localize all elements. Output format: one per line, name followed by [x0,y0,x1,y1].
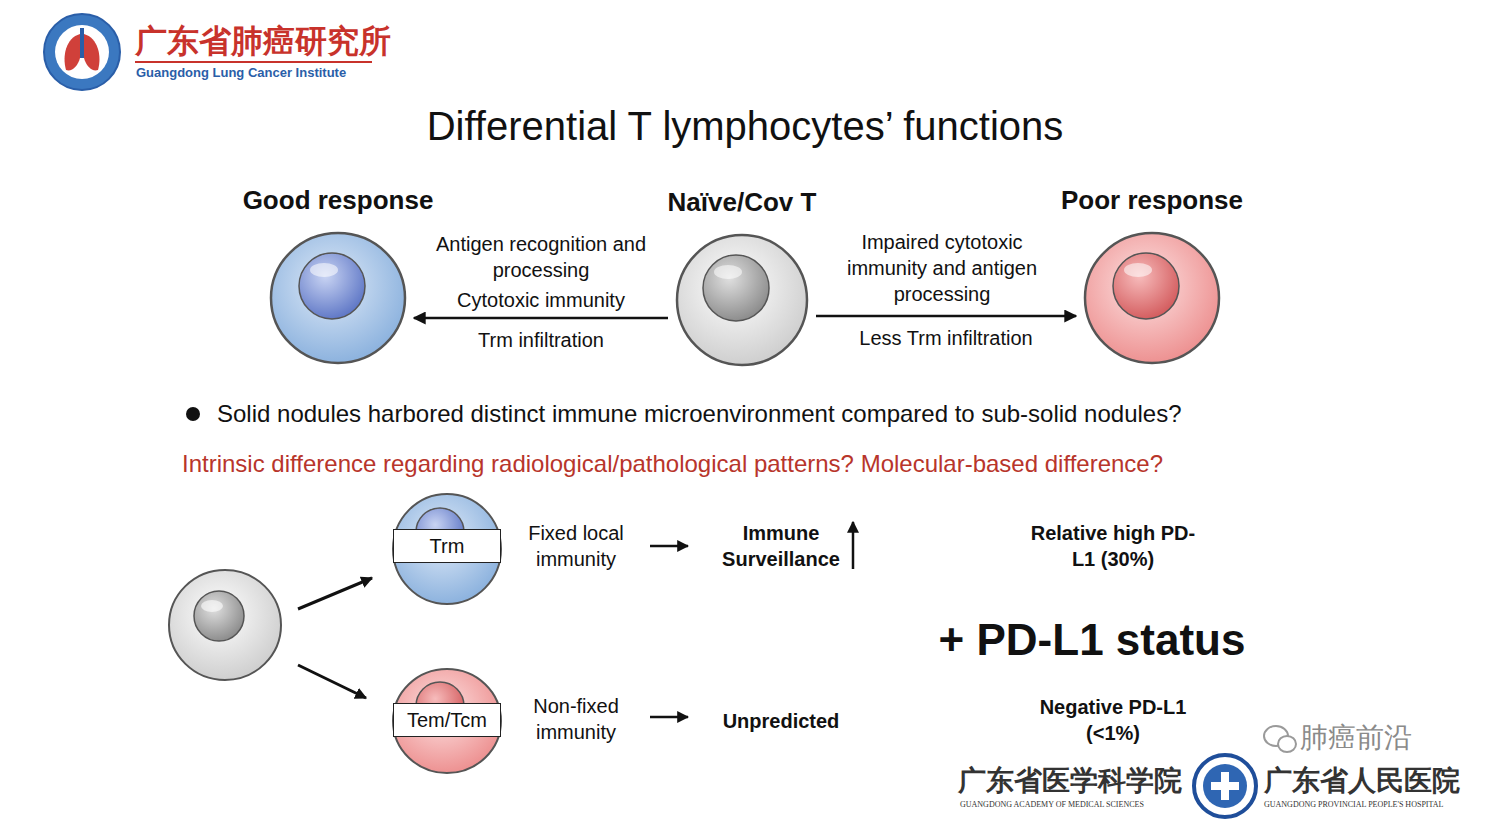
tem-cell [393,669,501,773]
cell-type-box: Trm [393,529,501,563]
hospital-emblem [1194,755,1256,817]
arrow-note: Antigen recognition and processing [424,231,659,283]
good-response-cell: Good response [268,230,408,366]
cell-type-label: Tem/Tcm [407,709,487,732]
arrow-note: Cytotoxic immunity [457,287,625,313]
cell-shape [674,232,810,368]
naive-cell: Naïve/Cov T [674,232,810,368]
result-arrow [650,716,688,719]
pd-l1-heading: + PD-L1 status [939,611,1246,668]
cell-shape [1082,230,1222,366]
bullet-text: Solid nodules harbored distinct immune m… [217,398,1182,429]
outcome-text: Unpredicted [723,708,840,734]
institute-emblem [44,14,120,90]
question-text: Intrinsic difference regarding radiologi… [182,448,1163,479]
differentiation-arrow [298,578,372,609]
connector-arrow [816,315,1076,318]
connector-arrow [414,317,668,320]
connector-label: Less Trm infiltration [856,327,1035,350]
hospital-name: GUANGDONG PROVINCIAL PEOPLE'S HOSPITAL [1264,800,1443,810]
increase-arrow [852,522,855,569]
bullet [186,407,200,421]
immunity-note: Fixed local immunity [511,520,641,572]
arrow-note: Impaired cytotoxic immunity and antigen … [835,229,1050,307]
wechat-icon [1264,726,1296,752]
response-heading: Good response [243,185,434,216]
naive-cell [169,570,281,680]
connector-label: Trm infiltration [475,329,607,352]
pd-l1-note: Negative PD-L1 (<1%) [1023,694,1203,746]
institute-name: Guangdong Lung Cancer Institute [136,65,346,82]
differentiation-arrow [298,665,366,698]
outcome-text: Immune Surveillance [706,520,856,572]
academy-name: 广东省医学科学院 [958,763,1182,799]
cell-type-label: Trm [430,535,465,558]
pd-l1-note: Relative high PD-L1 (30%) [1023,520,1203,572]
immunity-note: Non-fixed immunity [511,693,641,745]
response-heading: Poor response [1061,185,1243,216]
hospital-name: 广东省人民医院 [1264,763,1460,799]
trm-cell [393,494,501,604]
slide-title: Differential T lymphocytes’ functions [427,100,1064,152]
institute-name: 广东省肺癌研究所 [135,21,391,63]
result-arrow [650,545,688,548]
academy-name: GUANGDONG ACADEMY OF MEDICAL SCIENCES [960,800,1144,810]
watermark: 肺癌前沿 [1300,720,1412,756]
cell-shape [268,230,408,366]
cell-type-box: Tem/Tcm [393,703,501,737]
response-heading: Naïve/Cov T [668,187,817,218]
poor-response-cell: Poor response [1082,230,1222,366]
logo-rule [135,61,372,63]
